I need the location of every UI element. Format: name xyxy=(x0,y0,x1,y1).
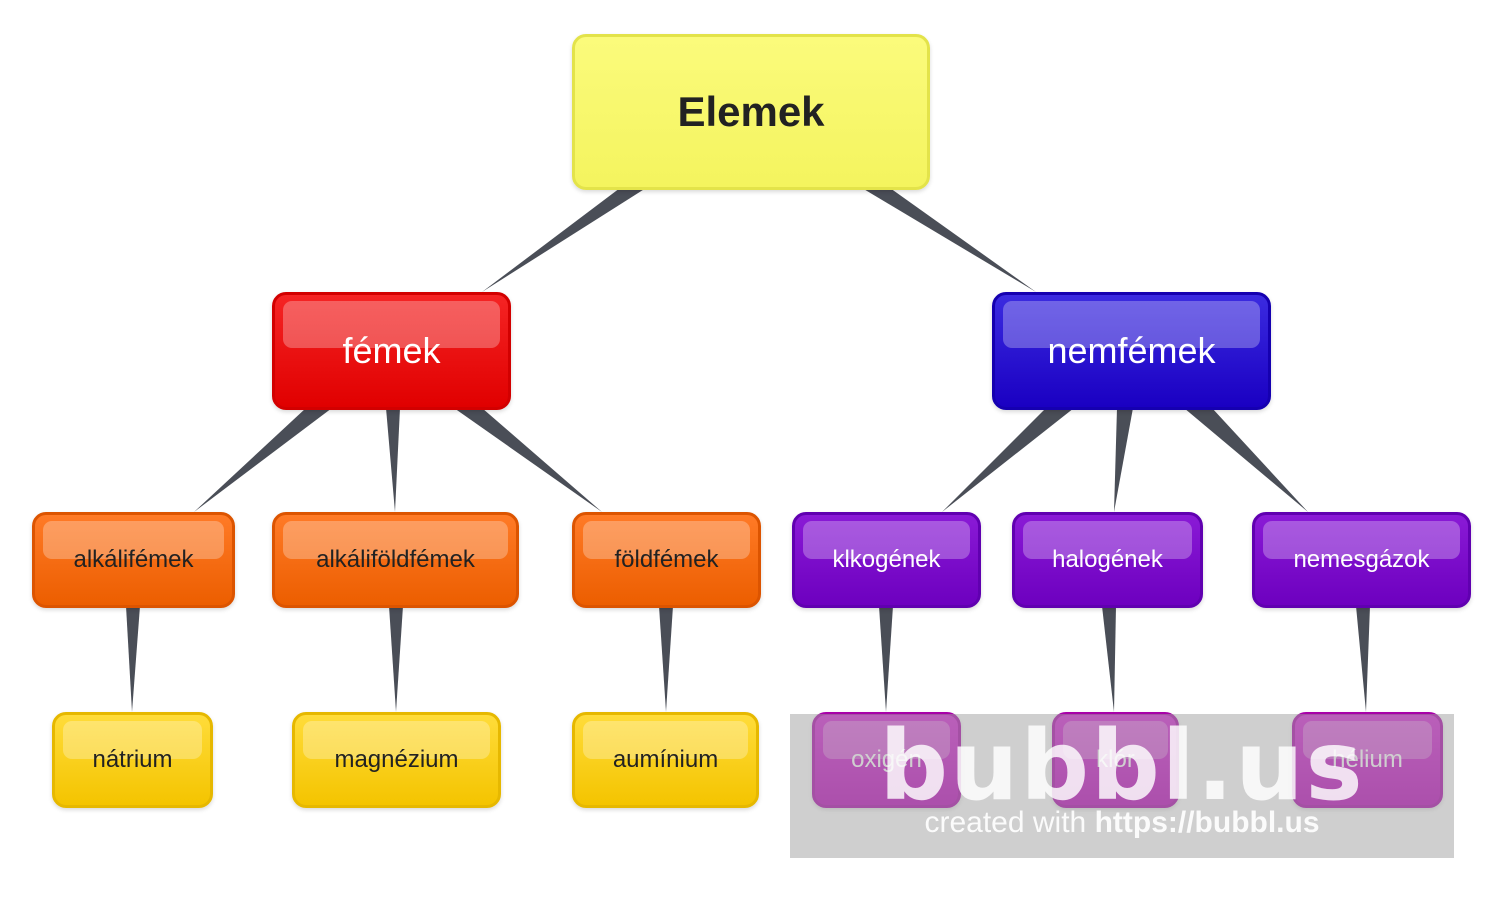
connector-femek-foldfemek xyxy=(454,408,602,512)
node-label: klkogének xyxy=(832,546,941,573)
node-label: alkáliföldfémek xyxy=(316,546,475,573)
watermark: bubbl.us created with https://bubbl.us xyxy=(790,714,1454,858)
connector-femek-alkalifemek xyxy=(194,408,332,512)
node-femek[interactable]: fémek xyxy=(272,292,511,410)
node-label: nemesgázok xyxy=(1293,546,1430,573)
node-label: nemfémek xyxy=(1047,330,1216,371)
node-label: nátrium xyxy=(92,746,173,773)
node-label: alkálifémek xyxy=(73,546,194,573)
watermark-url: https://bubbl.us xyxy=(1094,806,1320,839)
node-magnezium[interactable]: magnézium xyxy=(292,712,501,808)
connector-nemfemek-klkogenek xyxy=(942,408,1074,512)
node-alkalifoldfemek[interactable]: alkáliföldfémek xyxy=(272,512,519,608)
connector-alkalifemek-natrium xyxy=(126,606,140,712)
node-klkogenek[interactable]: klkogének xyxy=(792,512,981,608)
node-label: magnézium xyxy=(334,746,459,773)
watermark-prefix: created with xyxy=(924,806,1087,839)
node-natrium[interactable]: nátrium xyxy=(52,712,213,808)
node-label: fémek xyxy=(342,330,441,371)
connector-nemfemek-nemesgazok xyxy=(1184,408,1308,512)
node-auminium[interactable]: aumínium xyxy=(572,712,759,808)
connector-klkogenek-oxigen xyxy=(879,606,893,712)
node-alkalifemek[interactable]: alkálifémek xyxy=(32,512,235,608)
connector-femek-alkalifoldfemek xyxy=(386,408,400,512)
node-label: aumínium xyxy=(612,746,719,773)
connector-foldfemek-auminium xyxy=(659,606,673,712)
connector-halogenek-klor xyxy=(1102,606,1116,712)
connector-nemfemek-halogenek xyxy=(1114,408,1133,512)
connector-elemek-nemfemek xyxy=(862,188,1036,292)
node-elemek[interactable]: Elemek xyxy=(572,34,930,190)
node-nemesgazok[interactable]: nemesgázok xyxy=(1252,512,1471,608)
watermark-tagline: created with https://bubbl.us xyxy=(790,806,1454,840)
node-label: földfémek xyxy=(614,546,719,573)
node-label: halogének xyxy=(1052,546,1163,573)
node-label: Elemek xyxy=(677,88,825,135)
node-halogenek[interactable]: halogének xyxy=(1012,512,1203,608)
connector-elemek-femek xyxy=(482,188,646,292)
watermark-logo: bubbl.us xyxy=(879,714,1365,822)
node-nemfemek[interactable]: nemfémek xyxy=(992,292,1271,410)
connector-nemesgazok-helium xyxy=(1356,606,1370,712)
connector-alkalifoldfemek-magnezium xyxy=(389,606,403,712)
node-foldfemek[interactable]: földfémek xyxy=(572,512,761,608)
